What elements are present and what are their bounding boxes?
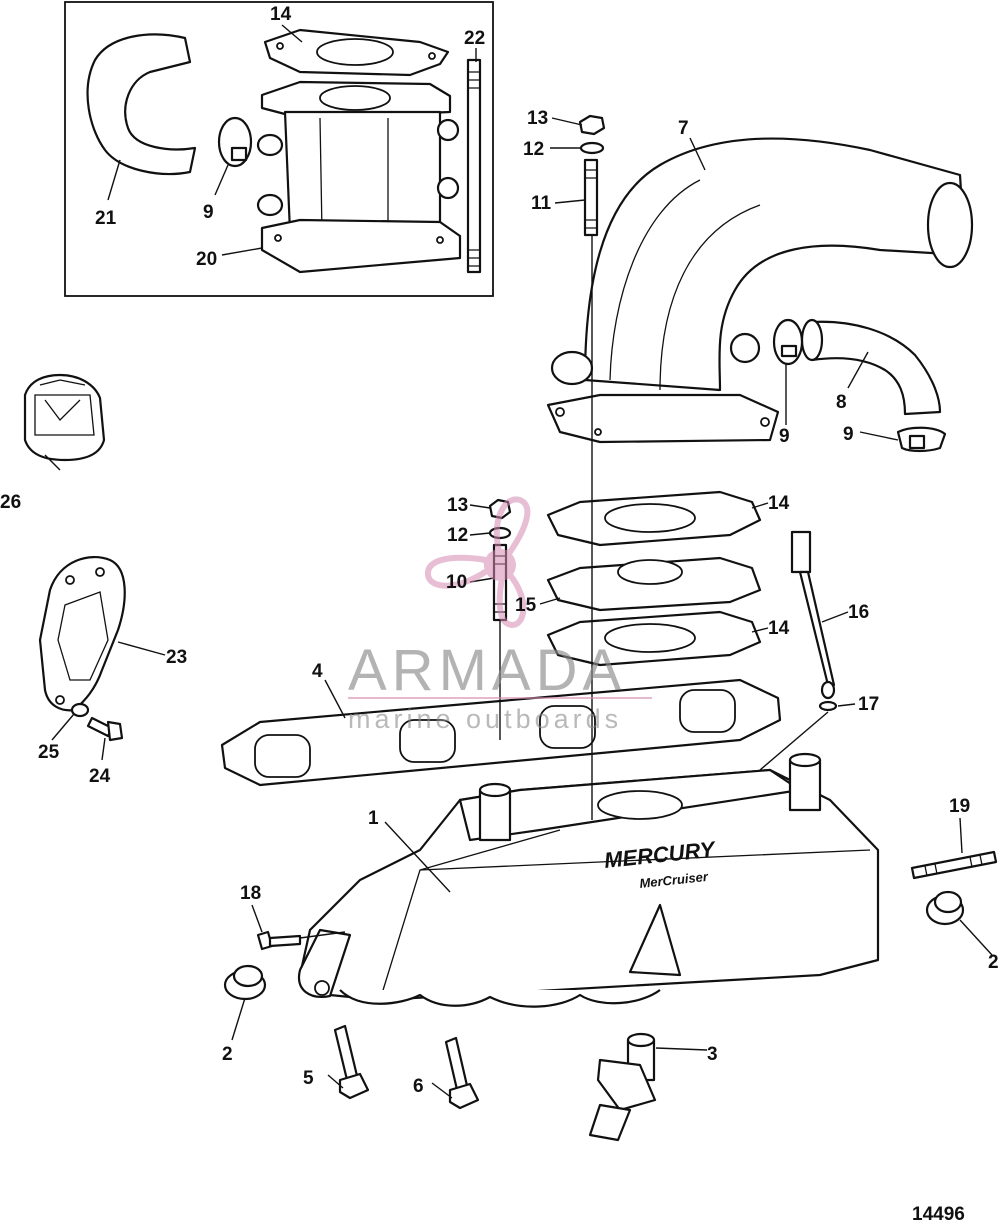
clamp-9-inset (217, 116, 253, 168)
stud-19 (910, 850, 998, 880)
callout-9-a: 9 (779, 426, 790, 447)
screw-18 (256, 930, 302, 951)
nut-13-upper (578, 114, 606, 136)
bolt-24 (86, 716, 124, 742)
guard-23 (38, 556, 126, 712)
stud-22 (466, 58, 482, 274)
callout-14-upper: 14 (768, 493, 790, 514)
callout-4: 4 (312, 661, 323, 682)
callout-15: 15 (515, 595, 537, 616)
callout-labels: 1 2 2 3 4 5 6 7 8 9 9 9 9 10 11 12 12 13… (0, 4, 999, 1223)
callout-23: 23 (166, 647, 187, 668)
clamp-9-b (896, 426, 947, 453)
callout-2-right: 2 (988, 952, 999, 973)
watermark-tagline: marine outboards (348, 704, 622, 734)
callout-21: 21 (95, 208, 117, 229)
callout-3: 3 (707, 1044, 718, 1065)
manifold-model-text: MerCruiser (639, 869, 710, 891)
callout-19: 19 (949, 796, 970, 817)
bolt-5 (333, 1024, 370, 1100)
washer-17 (818, 700, 838, 712)
hose-21 (86, 33, 197, 176)
leader-lines (44, 24, 993, 1099)
exhaust-gasket-4 (220, 678, 782, 787)
washer-12-upper (579, 141, 605, 155)
elbow-fitting-3 (588, 1032, 657, 1142)
gasket-14-upper (546, 490, 762, 547)
callout-2-left: 2 (222, 1044, 233, 1065)
inset-box (64, 1, 494, 297)
figure-number: 14496 (912, 1204, 965, 1223)
stud-11 (583, 158, 599, 237)
part-26 (23, 373, 106, 462)
callout-24: 24 (89, 766, 111, 787)
watermark-brand: ARMADA (348, 638, 626, 703)
temperature-sensor-16 (790, 530, 836, 700)
exhaust-manifold-1: MERCURY MerCruiser (297, 752, 880, 1008)
gasket-14-inset (263, 28, 450, 77)
callout-13-upper: 13 (527, 108, 548, 129)
callout-12-upper: 12 (523, 139, 544, 160)
cooler-20 (256, 80, 462, 274)
callout-10: 10 (446, 572, 467, 593)
callout-26: 26 (0, 492, 21, 513)
plug-2-right (925, 890, 965, 926)
elbow-7 (546, 137, 974, 444)
armada-watermark: ARMADA marine outboards (348, 496, 652, 734)
propeller-logo (425, 496, 531, 629)
callout-9-b: 9 (843, 424, 854, 445)
callout-18: 18 (240, 883, 261, 904)
washer-25 (70, 702, 90, 718)
callout-11: 11 (531, 193, 552, 214)
callout-20: 20 (196, 249, 217, 270)
bolt-6 (444, 1036, 480, 1110)
callout-12-lower: 12 (447, 525, 468, 546)
callout-8: 8 (836, 392, 847, 413)
washer-12-lower (488, 526, 512, 540)
callout-25: 25 (38, 742, 60, 763)
gasket-14-lower (546, 610, 762, 667)
spacer-15 (546, 556, 762, 612)
plug-2-left (223, 964, 267, 1001)
callout-14-inset: 14 (270, 4, 292, 25)
callout-6: 6 (413, 1076, 424, 1097)
callout-14-lower: 14 (768, 618, 790, 639)
callout-22: 22 (464, 28, 485, 49)
callout-17: 17 (858, 694, 879, 715)
clamp-9-a (772, 318, 804, 366)
callout-16: 16 (848, 602, 869, 623)
callout-1: 1 (368, 808, 379, 829)
callout-5: 5 (303, 1068, 314, 1089)
callout-13-lower: 13 (447, 495, 468, 516)
callout-9-inset: 9 (203, 202, 214, 223)
hose-8 (800, 318, 942, 416)
callout-7: 7 (678, 118, 689, 139)
